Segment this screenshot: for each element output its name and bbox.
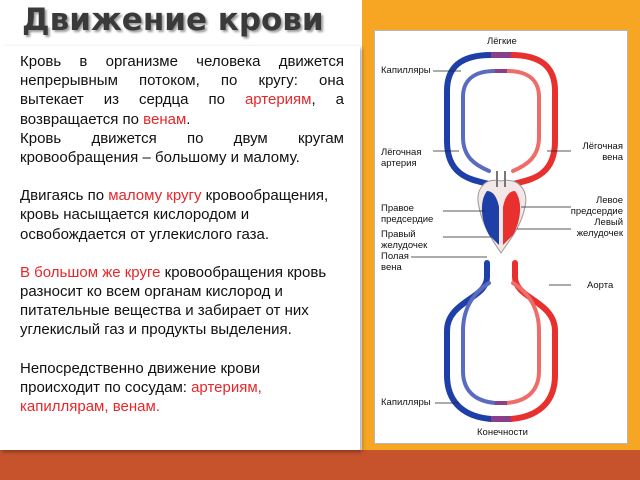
- paragraph-big-circle: В большом же круге кровообращения кровь …: [20, 263, 344, 340]
- p3-text-before: Двигаясь по: [20, 187, 109, 205]
- p1-arteries-highlight: артериям: [244, 91, 312, 109]
- p1-text-middle: , а возвращается по: [20, 91, 344, 128]
- paragraph-two-circles: Кровь движется по двум кругам кровообращ…: [20, 129, 344, 167]
- label-left-ventricle: Левый желудочек: [576, 217, 623, 239]
- p3-text-after: кровообращения, кровь насыщается кислоро…: [20, 187, 329, 243]
- lungs-venous-vessels: [444, 52, 494, 194]
- label-limbs: Конечности: [477, 427, 528, 438]
- p1-text-before: Кровь в организме человека движется непр…: [20, 53, 344, 109]
- p5-text-before: Непосредственно движение крови происходи…: [20, 359, 261, 396]
- label-aorta: Аорта: [587, 280, 614, 291]
- label-capillaries-bottom: Капилляры: [381, 397, 431, 408]
- label-pulmonary-vein: Лёгочная вена: [582, 141, 623, 163]
- p4-big-circle-highlight: В большом же круге: [20, 263, 161, 281]
- label-left-atrium: Левое предсердие: [570, 195, 623, 217]
- slide-title: Движение крови: [22, 2, 324, 38]
- p4-text-after: кровообращения кровь разносит ко всем ор…: [20, 263, 327, 339]
- slide-body: Кровь в организме человека движется непр…: [20, 52, 344, 416]
- label-right-atrium: Правое предсердие: [381, 203, 434, 225]
- label-right-ventricle: Правый желудочек: [381, 229, 428, 251]
- p3-small-circle-highlight: малому кругу: [108, 187, 202, 205]
- circulation-diagram: Лёгкие Капилляры Лёгочная артерия Лёгочн…: [374, 30, 628, 444]
- blood-vessels-drawing: [411, 52, 571, 422]
- text-panel: [0, 46, 360, 450]
- paragraph-small-circle: Двигаясь по малому кругу кровообращения,…: [20, 186, 344, 244]
- paragraph-blood-flow: Кровь в организме человека движется непр…: [20, 52, 344, 129]
- heart-icon: [477, 171, 527, 254]
- lungs-arterial-vessels: [508, 52, 558, 194]
- label-lungs: Лёгкие: [487, 36, 517, 47]
- paragraph-vessels: Непосредственно движение крови происходи…: [20, 359, 344, 417]
- p1-text-after: .: [186, 110, 191, 128]
- label-vena-cava: Полая вена: [381, 251, 409, 273]
- label-capillaries-top: Капилляры: [381, 65, 431, 76]
- bottom-stripe: [0, 450, 640, 480]
- p5-vessels-highlight: артериям, капиллярам, венам.: [20, 378, 262, 416]
- p1-veins-highlight: венам: [143, 110, 187, 128]
- label-pulmonary-artery: Лёгочная артерия: [381, 147, 422, 169]
